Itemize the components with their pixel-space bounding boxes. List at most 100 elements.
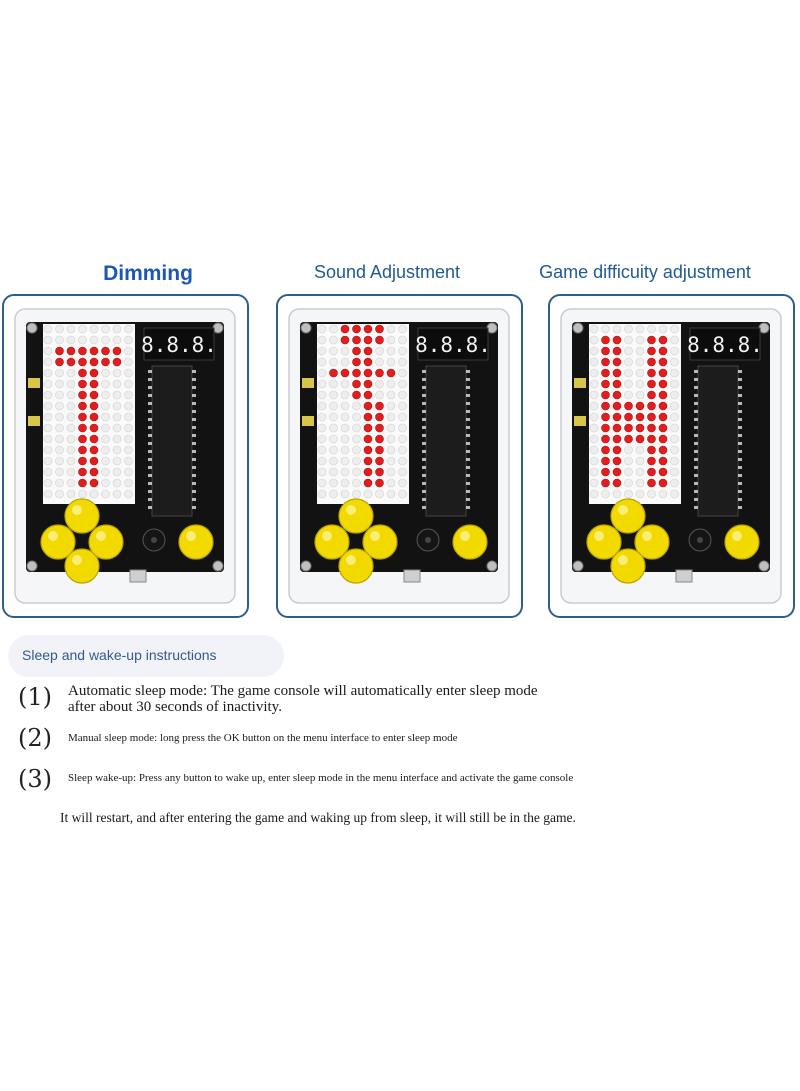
console-svg: 8.8.8. bbox=[288, 308, 510, 604]
led-dot bbox=[589, 445, 599, 455]
screw-icon bbox=[26, 560, 38, 572]
led-dot bbox=[647, 357, 656, 367]
led-dot bbox=[124, 445, 133, 455]
buzzer-hole bbox=[425, 537, 431, 543]
chip-pin bbox=[694, 506, 698, 509]
seven-segment-readout: 8.8.8. bbox=[415, 333, 491, 357]
led-dot bbox=[78, 390, 87, 400]
chip-pin bbox=[192, 482, 196, 485]
chip-pin bbox=[738, 466, 742, 469]
yellow-button bbox=[64, 548, 100, 584]
led-dot bbox=[101, 401, 110, 411]
chip-pin bbox=[738, 498, 742, 501]
led-dot bbox=[329, 434, 338, 444]
chip-pin bbox=[422, 474, 426, 477]
led-dot bbox=[624, 379, 633, 389]
chip-pin bbox=[422, 410, 426, 413]
screw-icon bbox=[26, 322, 38, 334]
chip-pin bbox=[422, 394, 426, 397]
led-dot bbox=[340, 478, 350, 488]
chip-pin bbox=[466, 386, 470, 389]
led-dot bbox=[78, 346, 87, 356]
led-dot bbox=[647, 412, 656, 422]
led-dot bbox=[658, 357, 668, 367]
led-dot bbox=[43, 412, 53, 422]
chip-pin bbox=[466, 434, 470, 437]
led-dot bbox=[55, 368, 64, 378]
led-dot bbox=[635, 423, 645, 433]
led-dot bbox=[329, 412, 338, 422]
led-dot bbox=[55, 379, 64, 389]
led-dot bbox=[124, 357, 133, 367]
led-dot bbox=[329, 368, 338, 378]
led-dot bbox=[317, 434, 327, 444]
led-dot bbox=[589, 456, 599, 466]
seven-segment-display bbox=[143, 327, 215, 361]
chip-pin bbox=[192, 466, 196, 469]
led-dot bbox=[55, 401, 64, 411]
chip-pin bbox=[466, 458, 470, 461]
led-dot bbox=[89, 489, 99, 499]
led-dot bbox=[124, 412, 133, 422]
led-dot bbox=[635, 335, 645, 345]
led-dot bbox=[329, 489, 338, 499]
chip-pin bbox=[738, 434, 742, 437]
led-dot bbox=[635, 489, 645, 499]
led-dot bbox=[124, 368, 133, 378]
chip-pin bbox=[738, 426, 742, 429]
chip-pin bbox=[466, 450, 470, 453]
led-dot bbox=[670, 434, 679, 444]
led-dot bbox=[112, 434, 122, 444]
led-dot bbox=[340, 423, 350, 433]
led-dot bbox=[43, 379, 53, 389]
led-dot bbox=[589, 412, 599, 422]
panel-title-difficulty: Game difficuity adjustment bbox=[539, 262, 751, 282]
led-dot bbox=[317, 335, 327, 345]
led-dot bbox=[647, 401, 656, 411]
led-dot bbox=[78, 445, 87, 455]
led-dot bbox=[647, 368, 656, 378]
chip-pin bbox=[694, 410, 698, 413]
led-dot bbox=[329, 324, 338, 334]
led-dot bbox=[329, 445, 338, 455]
button-highlight bbox=[732, 531, 742, 541]
led-dot bbox=[635, 434, 645, 444]
led-dot bbox=[55, 412, 64, 422]
led-dot bbox=[624, 489, 633, 499]
led-dot bbox=[386, 324, 396, 334]
led-dot bbox=[352, 335, 361, 345]
buzzer-hole bbox=[151, 537, 157, 543]
led-dot bbox=[398, 412, 407, 422]
button-highlight bbox=[642, 531, 652, 541]
chip-pin bbox=[466, 370, 470, 373]
led-dot bbox=[112, 456, 122, 466]
chip-pin bbox=[422, 506, 426, 509]
led-dot bbox=[601, 357, 610, 367]
led-dot bbox=[112, 401, 122, 411]
led-dot bbox=[658, 423, 668, 433]
led-dot bbox=[340, 456, 350, 466]
chip-pin bbox=[148, 434, 152, 437]
led-dot bbox=[589, 423, 599, 433]
led-dot bbox=[329, 478, 338, 488]
instruction-1-line-2: after about 30 seconds of inactivity. bbox=[68, 699, 282, 715]
led-dot bbox=[635, 456, 645, 466]
chip-pin bbox=[422, 458, 426, 461]
panel-title-sound: Sound Adjustment bbox=[313, 262, 461, 282]
led-dot bbox=[112, 379, 122, 389]
led-dot bbox=[612, 434, 622, 444]
chip-pin bbox=[422, 450, 426, 453]
chip-pin bbox=[422, 442, 426, 445]
led-dot bbox=[601, 390, 610, 400]
led-dot bbox=[89, 368, 99, 378]
chip-pin bbox=[738, 458, 742, 461]
led-dot bbox=[43, 445, 53, 455]
led-dot bbox=[352, 379, 361, 389]
led-dot bbox=[89, 346, 99, 356]
chip-pin bbox=[192, 370, 196, 373]
led-dot bbox=[612, 467, 622, 477]
led-dot bbox=[101, 445, 110, 455]
led-dot bbox=[101, 478, 110, 488]
led-dot bbox=[612, 379, 622, 389]
led-dot bbox=[624, 335, 633, 345]
